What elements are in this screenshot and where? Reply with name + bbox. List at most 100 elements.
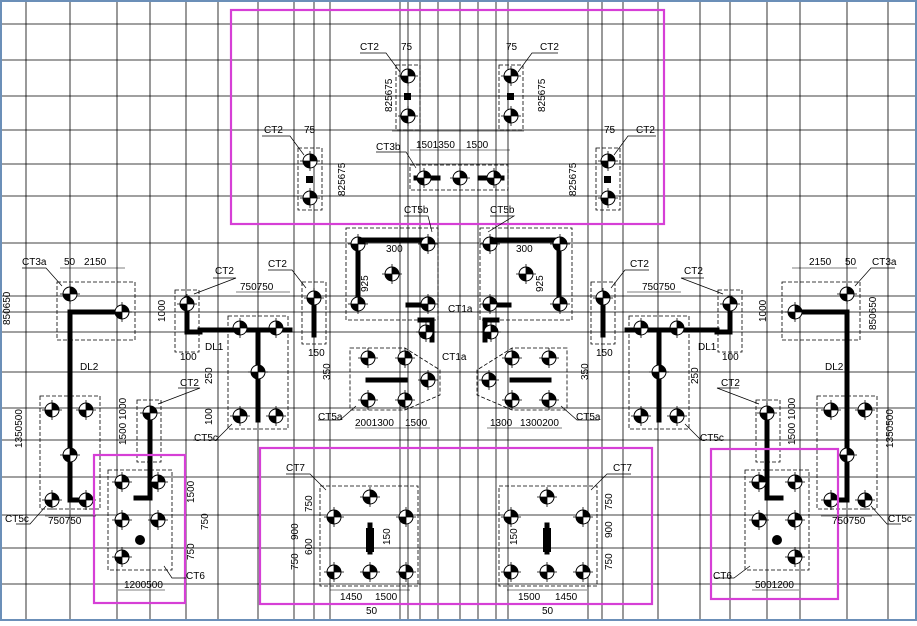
label-dl2: DL2 <box>825 362 844 373</box>
label-ct6: CT6 <box>713 571 732 582</box>
pile <box>481 322 501 342</box>
dim: 350 <box>322 363 333 380</box>
pile <box>140 403 160 423</box>
pile <box>112 302 132 322</box>
label-dl1: DL1 <box>698 342 717 353</box>
dim: 1500 <box>466 140 489 151</box>
dim: 50 <box>366 606 378 617</box>
label-ct5c: CT5c <box>194 433 218 444</box>
dim: 925 <box>535 275 546 292</box>
pile <box>502 348 522 368</box>
pile <box>501 562 521 582</box>
cap-ct2-mid-left-2 <box>301 281 327 345</box>
dim: 1000 <box>157 299 168 322</box>
pile <box>42 400 62 420</box>
dim: 750 <box>290 553 301 570</box>
pile <box>593 288 613 308</box>
pile <box>148 472 168 492</box>
pile <box>418 234 438 254</box>
label-ct7: CT7 <box>613 463 632 474</box>
pile <box>395 348 415 368</box>
dim: 850650 <box>2 291 13 325</box>
pile <box>537 562 557 582</box>
pile <box>324 562 344 582</box>
cap-ct5c-mid-left <box>227 315 289 430</box>
cap-ct3a-right <box>781 281 861 341</box>
dim: 750750 <box>240 282 274 293</box>
dim: 75 <box>304 125 316 136</box>
pile <box>414 168 434 188</box>
dim: 1501350 <box>416 140 455 151</box>
dim: 300 <box>386 244 403 255</box>
pile <box>360 487 380 507</box>
dimension-lines <box>45 130 872 591</box>
dim: 150 <box>382 528 393 545</box>
dim: 900 <box>290 523 301 540</box>
label-ct3b: CT3b <box>376 142 401 153</box>
label-ct6: CT6 <box>186 571 205 582</box>
dim: 825675 <box>384 78 395 112</box>
label-ct5c: CT5c <box>888 514 912 525</box>
pile <box>398 66 418 86</box>
dim: 750 <box>200 513 211 530</box>
pile <box>382 264 402 284</box>
dim: 1350500 <box>14 409 25 448</box>
pile <box>480 234 500 254</box>
dim: 750 <box>186 543 197 560</box>
pile <box>112 547 132 567</box>
pile <box>821 400 841 420</box>
cap-ct7-left <box>319 485 419 587</box>
label-dl2: DL2 <box>80 362 99 373</box>
beam-ct3a-right <box>792 309 850 333</box>
dim: 1000 <box>758 299 769 322</box>
dim: 350 <box>580 363 591 380</box>
dim: 1450 <box>340 592 363 603</box>
dim: 1000 <box>787 397 798 420</box>
pile <box>573 562 593 582</box>
pile <box>177 294 197 314</box>
pile <box>300 188 320 208</box>
dim: 150 <box>596 348 613 359</box>
pile <box>76 400 96 420</box>
column-markers <box>135 93 782 552</box>
pile <box>573 507 593 527</box>
dim: 1500 <box>186 480 197 503</box>
pile <box>539 390 559 410</box>
dim: 750 <box>604 493 615 510</box>
pile <box>230 318 250 338</box>
dim: 1500 <box>118 422 129 445</box>
pile <box>631 318 651 338</box>
dim: 2150 <box>84 257 107 268</box>
cap-ct3b <box>409 164 509 191</box>
dim: 1000 <box>118 397 129 420</box>
pile <box>785 547 805 567</box>
annotations: CT2 CT2 CT2 CT2 CT3b CT5b CT5b CT3a CT3a… <box>2 42 912 617</box>
label-ct3a: CT3a <box>872 257 897 268</box>
cap-ct5c-mid-right <box>628 315 690 430</box>
pile <box>60 284 80 304</box>
cap-ct5b-right <box>479 227 573 321</box>
cap-ct2-top-right-2 <box>595 147 621 211</box>
label-ct5b: CT5b <box>490 205 515 216</box>
column-marker <box>772 535 782 545</box>
pile <box>539 348 559 368</box>
pile <box>667 406 687 426</box>
pile <box>720 294 740 314</box>
label-ct2: CT2 <box>721 378 740 389</box>
cap-ct3a-left <box>56 281 136 341</box>
cap-ct7-right <box>498 485 598 587</box>
label-dl1: DL1 <box>205 342 224 353</box>
pile <box>396 562 416 582</box>
pile <box>855 490 875 510</box>
column-marker <box>135 535 145 545</box>
label-ct7: CT7 <box>286 463 305 474</box>
dim: 1500 <box>375 592 398 603</box>
column-marker <box>604 176 611 183</box>
dim: 750 <box>304 495 315 512</box>
pile <box>396 507 416 527</box>
highlight-top <box>229 8 666 226</box>
dim: 50 <box>845 257 857 268</box>
pile <box>348 234 368 254</box>
